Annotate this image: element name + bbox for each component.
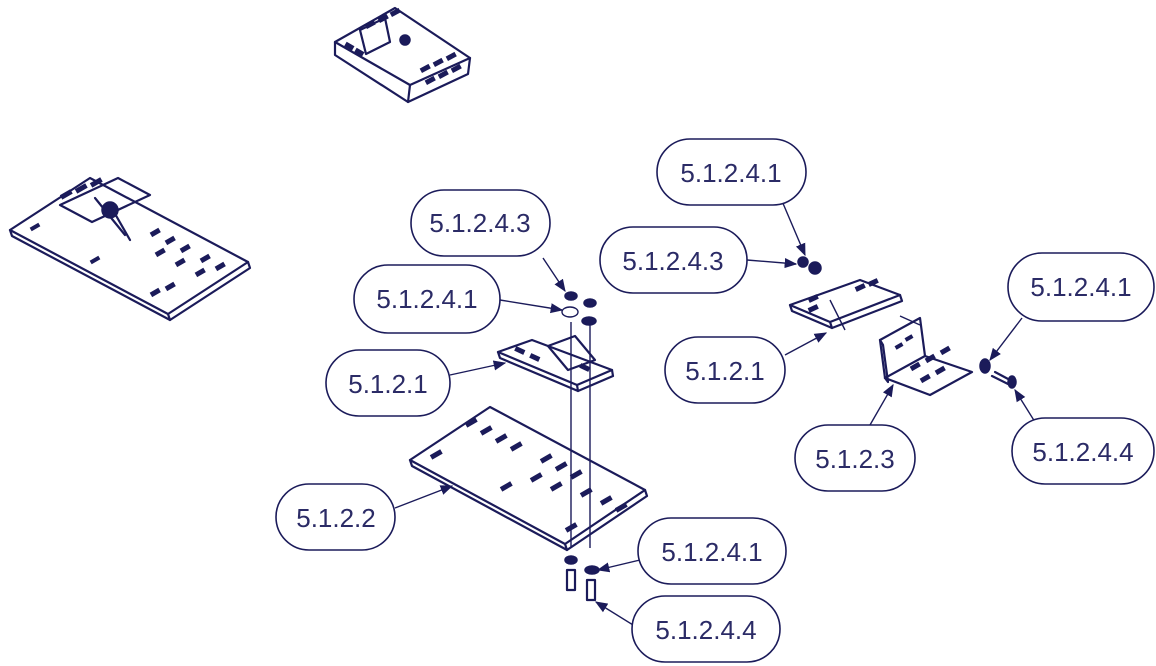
callout-label: 5.1.2.4.4: [1032, 437, 1133, 467]
callout-5.1.2.4.1-middle: 5.1.2.4.1: [353, 264, 564, 334]
callout-5.1.2.4.1-bottom: 5.1.2.4.1: [596, 517, 787, 585]
callout-5.1.2.4.3-middle: 5.1.2.4.3: [410, 189, 566, 293]
callout-5.1.2.1-middle: 5.1.2.1: [325, 349, 507, 417]
callout-5.1.2.1-right: 5.1.2.1: [664, 332, 828, 404]
callout-label: 5.1.2.2: [296, 503, 376, 533]
callout-label: 5.1.2.1: [348, 369, 428, 399]
middle-exploded-stack: [408, 291, 649, 602]
callout-5.1.2.4.4-right: 5.1.2.4.4: [1011, 388, 1155, 485]
top-bracket-assembly: [333, 6, 472, 104]
callout-label: 5.1.2.4.1: [376, 284, 477, 314]
callout-5.1.2.4.1-far-right: 5.1.2.4.1: [989, 252, 1155, 362]
callout-label: 5.1.2.4.3: [429, 208, 530, 238]
callout-label: 5.1.2.4.1: [661, 537, 762, 567]
callout-5.1.2.4.3-right: 5.1.2.4.3: [599, 226, 798, 294]
callout-label: 5.1.2.1: [685, 356, 765, 386]
callout-label: 5.1.2.4.1: [1030, 272, 1131, 302]
callout-label: 5.1.2.4.4: [655, 615, 756, 645]
callout-label: 5.1.2.4.3: [622, 246, 723, 276]
callout-5.1.2.3: 5.1.2.3: [794, 383, 916, 492]
callout-5.1.2.4.1-top-right: 5.1.2.4.1: [656, 138, 807, 257]
callout-5.1.2.2: 5.1.2.2: [275, 483, 454, 551]
callout-5.1.2.4.4-bottom: 5.1.2.4.4: [594, 595, 781, 663]
callout-label: 5.1.2.3: [815, 444, 895, 474]
assembled-plate: [8, 176, 252, 322]
callout-label: 5.1.2.4.1: [680, 158, 781, 188]
right-exploded-assembly: [788, 256, 1017, 397]
